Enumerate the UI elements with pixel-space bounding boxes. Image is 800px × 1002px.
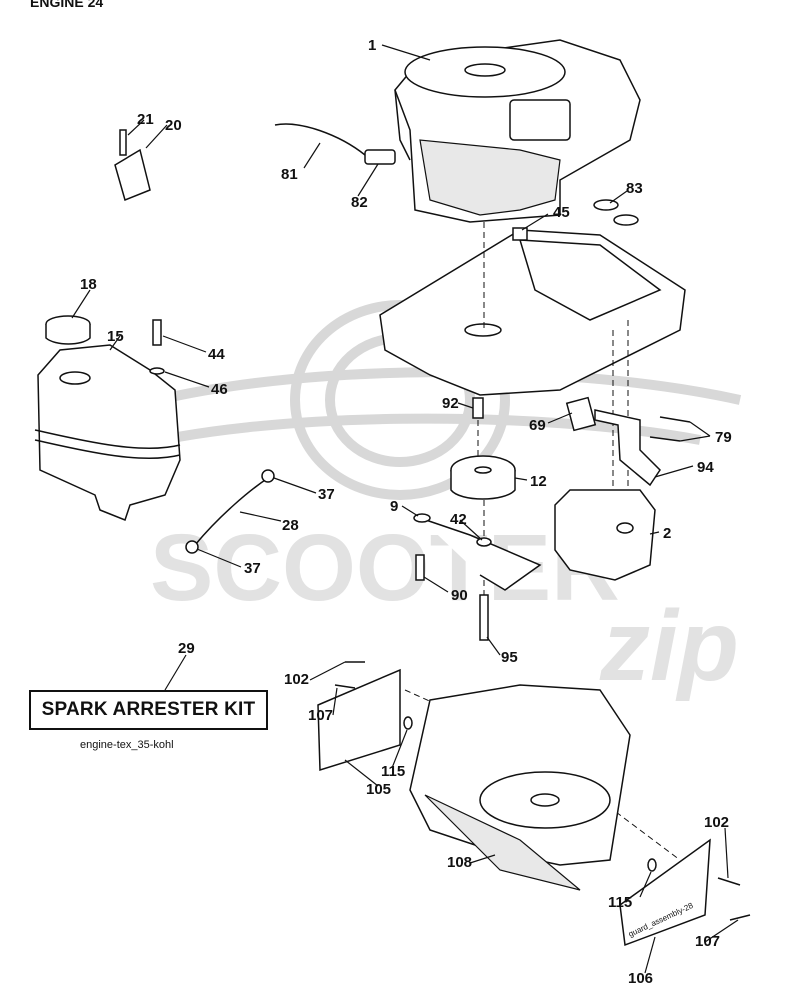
bolt-107-a [334, 684, 356, 689]
label-20: 20 [165, 117, 182, 134]
label-12: 12 [530, 473, 547, 490]
bolt-107-b [729, 914, 751, 921]
label-106: 106 [628, 970, 653, 987]
bolt-79-b [649, 436, 681, 442]
knob-part-a [593, 199, 619, 211]
spark-arrester-kit-box: SPARK ARRESTER KIT [29, 690, 268, 730]
bolt-44 [152, 319, 162, 346]
guard-plate-105 [317, 668, 401, 772]
engine-part [394, 39, 641, 223]
screw-21-part [119, 129, 127, 156]
label-1: 1 [368, 37, 376, 54]
washer-115-b [647, 858, 657, 872]
bracket-9-part [419, 517, 542, 591]
watermark-script: zip [599, 590, 739, 702]
label-94: 94 [697, 459, 714, 476]
label-2: 2 [663, 525, 671, 542]
diagram-header: ENGINE 24 [30, 0, 104, 10]
exhaust-pipe-part [594, 409, 661, 487]
label-37-bottom: 37 [244, 560, 261, 577]
bolt-90 [415, 554, 425, 581]
washer-115-a [403, 716, 413, 730]
label-102-b: 102 [704, 814, 729, 831]
fuel-tank-part [34, 344, 181, 521]
label-42: 42 [450, 511, 467, 528]
label-107-a: 107 [308, 707, 333, 724]
callout-lines [71, 44, 739, 974]
bolt-95 [479, 594, 489, 641]
washer-42 [476, 537, 492, 547]
label-105: 105 [366, 781, 391, 798]
knob-part-b [613, 214, 639, 226]
gasket-part [565, 396, 597, 432]
bolt-102-b [717, 877, 741, 886]
label-69: 69 [529, 417, 546, 434]
label-15: 15 [107, 328, 124, 345]
label-92: 92 [442, 395, 459, 412]
filter-part [364, 149, 396, 165]
label-46: 46 [211, 381, 228, 398]
spark-arrester-kit-label: SPARK ARRESTER KIT [41, 699, 256, 720]
label-90: 90 [451, 587, 468, 604]
engine-guard-part [409, 684, 631, 891]
label-115-b: 115 [608, 894, 632, 911]
bracket-20-part [114, 148, 151, 202]
label-108: 108 [447, 854, 472, 871]
label-44: 44 [208, 346, 225, 363]
watermark-brand: SCOOTER [150, 515, 620, 621]
label-29: 29 [178, 640, 195, 657]
clamp-bottom-part [185, 540, 199, 554]
label-107-b: 107 [695, 933, 720, 950]
frame-part [379, 229, 686, 396]
label-37-top: 37 [318, 486, 335, 503]
bolt-92 [472, 397, 484, 419]
washer-46 [149, 367, 165, 375]
reference-caption: engine-tex_35-kohl [80, 739, 174, 751]
muffler-part [554, 489, 656, 581]
fuel-cap-part [45, 315, 91, 345]
label-115-a: 115 [381, 763, 405, 780]
clamp-top-part [261, 469, 275, 483]
label-45: 45 [553, 204, 570, 221]
guard-plate-106 [619, 838, 711, 947]
label-83: 83 [626, 180, 643, 197]
label-81: 81 [281, 166, 298, 183]
callout-labels: 1 2 9 12 15 18 20 21 28 37 37 42 44 45 4… [80, 37, 732, 987]
fuel-line-part [194, 477, 269, 546]
label-21: 21 [137, 111, 154, 128]
pulley-part [450, 455, 516, 500]
label-18: 18 [80, 276, 97, 293]
label-95: 95 [501, 649, 518, 666]
label-102-a: 102 [284, 671, 309, 688]
label-9: 9 [390, 498, 398, 515]
label-79: 79 [715, 429, 732, 446]
hose-part [274, 123, 366, 156]
nut-part [512, 227, 528, 241]
label-28: 28 [282, 517, 299, 534]
label-82: 82 [351, 194, 368, 211]
bolt-79-a [659, 416, 691, 423]
